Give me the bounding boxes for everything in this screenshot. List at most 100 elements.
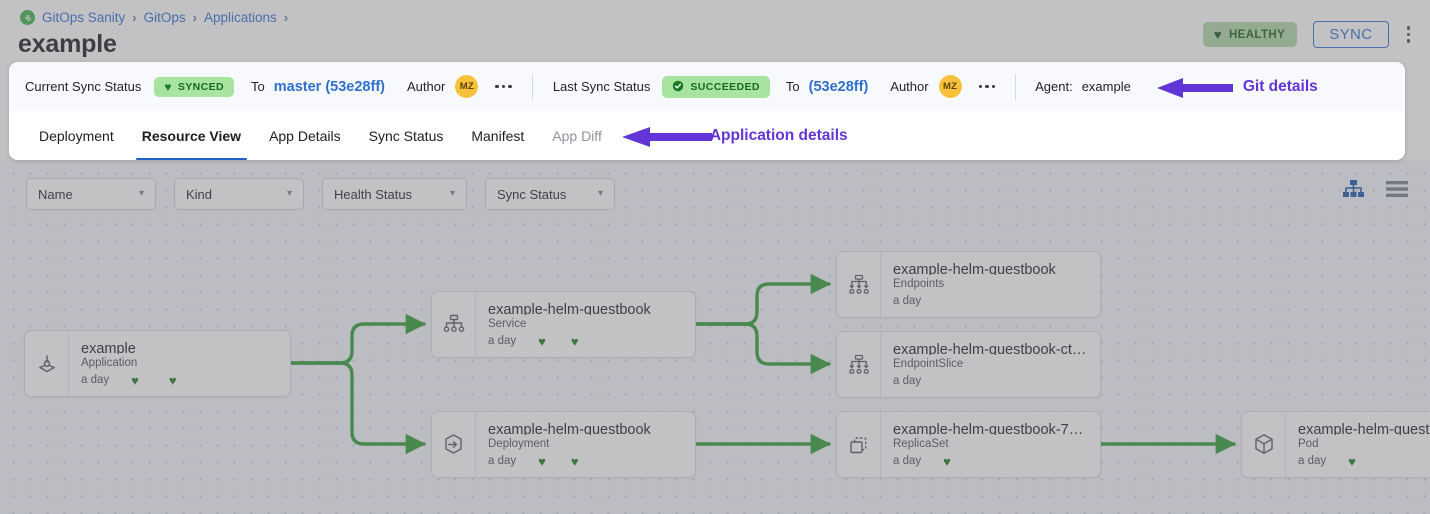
current-revision-link[interactable]: master (53e28ff) <box>273 78 385 95</box>
filter-kind-label: Kind <box>186 186 213 202</box>
heart-icon: ♥ <box>943 454 951 469</box>
replicaset-icon <box>837 412 881 477</box>
tab-label: Deployment <box>39 127 114 144</box>
current-ellipsis-icon[interactable] <box>495 84 512 89</box>
filter-name-label: Name <box>38 186 73 202</box>
node-title: example <box>81 341 136 354</box>
status-badge-health[interactable]: ♥ HEALTHY <box>1202 22 1298 47</box>
heart-icon: ♥ <box>570 334 579 349</box>
node-title: example-helm-guest <box>1298 422 1430 435</box>
node-age: a day <box>893 455 922 467</box>
node-meta: a day <box>893 374 1090 389</box>
node-health-icons: ♥ ♥ <box>109 374 176 387</box>
divider <box>531 73 533 100</box>
graph-node-application[interactable]: example Application a day ♥ ♥ <box>24 330 291 397</box>
node-age: a day <box>488 455 517 467</box>
node-health-icons: ♥ ♥ <box>516 455 578 468</box>
filter-sync-status[interactable]: Sync Status ▾ <box>485 178 615 210</box>
tab-manifest[interactable]: Manifest <box>457 111 538 160</box>
last-sync-status-pill-text: SUCCEEDED <box>690 80 760 93</box>
heart-icon: ♥ <box>538 334 546 349</box>
node-age: a day <box>488 335 517 347</box>
application-details-annotation: Application details <box>621 111 848 160</box>
current-sync-status-pill[interactable]: ♥ SYNCED <box>154 76 235 97</box>
node-body: example-helm-guestbook-ct… EndpointSlice… <box>881 332 1100 397</box>
tab-app-details[interactable]: App Details <box>255 111 355 160</box>
header-actions: ♥ HEALTHY SYNC <box>1202 21 1413 48</box>
breadcrumb-item-1[interactable]: GitOps <box>143 10 186 25</box>
sync-button[interactable]: SYNC <box>1313 21 1389 48</box>
kebab-menu-icon[interactable] <box>1405 24 1413 45</box>
breadcrumb-item-2[interactable]: Applications <box>203 10 277 25</box>
current-sync-status-label: Current Sync Status <box>25 79 142 94</box>
node-health-icons: ♥ <box>1326 455 1356 468</box>
breadcrumb-item-0[interactable]: GitOps Sanity <box>42 10 126 25</box>
last-sync-status-pill[interactable]: SUCCEEDED <box>662 75 770 98</box>
node-meta: a day ♥ ♥ <box>81 373 280 388</box>
node-body: example-helm-guest Pod a day ♥ <box>1286 412 1430 477</box>
current-sync-status-pill-text: SYNCED <box>177 80 225 93</box>
heart-icon: ♥ <box>1348 454 1356 469</box>
last-revision-link[interactable]: (53e28ff) <box>808 78 869 95</box>
breadcrumb: GitOps Sanity › GitOps › Applications › <box>20 10 288 25</box>
graph-node-pod[interactable]: example-helm-guest Pod a day ♥ <box>1241 411 1430 478</box>
filter-name[interactable]: Name ▾ <box>26 178 156 210</box>
filter-sync-status-label: Sync Status <box>497 186 567 202</box>
node-meta: a day ♥ ♥ <box>488 454 685 469</box>
node-title: example-helm-guestbook <box>488 302 651 315</box>
resource-graph-canvas[interactable]: Name ▾ Kind ▾ Health Status ▾ Sync Statu… <box>0 160 1430 514</box>
filter-health-status[interactable]: Health Status ▾ <box>322 178 467 210</box>
graph-node-service[interactable]: example-helm-guestbook Service a day ♥ ♥ <box>431 291 696 358</box>
tab-label: Resource View <box>141 127 242 144</box>
node-meta: a day ♥ <box>1298 454 1430 469</box>
heart-icon: ♥ <box>164 79 172 94</box>
health-badge-label: HEALTHY <box>1228 28 1286 41</box>
tab-label: App Diff <box>552 127 602 144</box>
node-body: example-helm-guestbook Endpoints a day <box>881 252 1100 317</box>
filter-kind[interactable]: Kind ▾ <box>174 178 304 210</box>
tab-sync-status[interactable]: Sync Status <box>355 111 458 160</box>
filter-bar: Name ▾ Kind ▾ Health Status ▾ Sync Statu… <box>26 178 615 210</box>
heart-icon: ♥ <box>168 373 177 388</box>
node-kind: Pod <box>1298 438 1319 450</box>
node-body: example Application a day ♥ ♥ <box>69 331 290 396</box>
node-meta: a day <box>893 294 1090 309</box>
list-view-icon[interactable] <box>1386 180 1408 198</box>
node-health-icons: ♥ <box>921 455 951 468</box>
node-health-icons: ♥ ♥ <box>516 335 578 348</box>
graph-node-endpointslice[interactable]: example-helm-guestbook-ct… EndpointSlice… <box>836 331 1101 398</box>
last-ellipsis-icon[interactable] <box>978 84 996 89</box>
node-kind: Application <box>81 357 138 369</box>
tree-view-icon[interactable] <box>1343 180 1364 198</box>
avatar[interactable]: MZ <box>938 75 962 98</box>
filter-health-status-label: Health Status <box>334 186 413 202</box>
avatar[interactable]: MZ <box>455 75 479 98</box>
tab-label: Manifest <box>471 127 525 144</box>
tab-deployment[interactable]: Deployment <box>25 111 128 160</box>
check-circle-icon <box>672 80 684 94</box>
node-body: example-helm-guestbook-74… ReplicaSet a … <box>881 412 1100 477</box>
node-body: example-helm-guestbook Deployment a day … <box>476 412 695 477</box>
node-kind: ReplicaSet <box>893 438 949 450</box>
tab-resource-view[interactable]: Resource View <box>128 111 255 160</box>
graph-node-deployment[interactable]: example-helm-guestbook Deployment a day … <box>431 411 696 478</box>
breadcrumb-separator-2: › <box>283 10 289 25</box>
agent-value: example <box>1081 79 1131 94</box>
sync-status-bar: Current Sync Status ♥ SYNCED To master (… <box>9 62 1405 111</box>
application-icon <box>25 331 69 396</box>
graph-node-replicaset[interactable]: example-helm-guestbook-74… ReplicaSet a … <box>836 411 1101 478</box>
pod-icon <box>1242 412 1286 477</box>
tab-bar: Deployment Resource View App Details Syn… <box>9 111 1405 160</box>
chevron-down-icon: ▾ <box>449 188 455 199</box>
node-age: a day <box>1298 455 1327 467</box>
graph-node-endpoints[interactable]: example-helm-guestbook Endpoints a day <box>836 251 1101 318</box>
tab-app-diff[interactable]: App Diff <box>538 111 616 160</box>
git-details-annotation: Git details <box>1156 77 1318 98</box>
agent-label: Agent: <box>1035 79 1073 94</box>
service-icon <box>432 292 476 357</box>
tab-label: Sync Status <box>368 127 444 144</box>
left-arrow-annotation-icon <box>621 126 712 147</box>
breadcrumb-separator-0: › <box>132 10 137 25</box>
node-meta: a day ♥ <box>893 454 1090 469</box>
